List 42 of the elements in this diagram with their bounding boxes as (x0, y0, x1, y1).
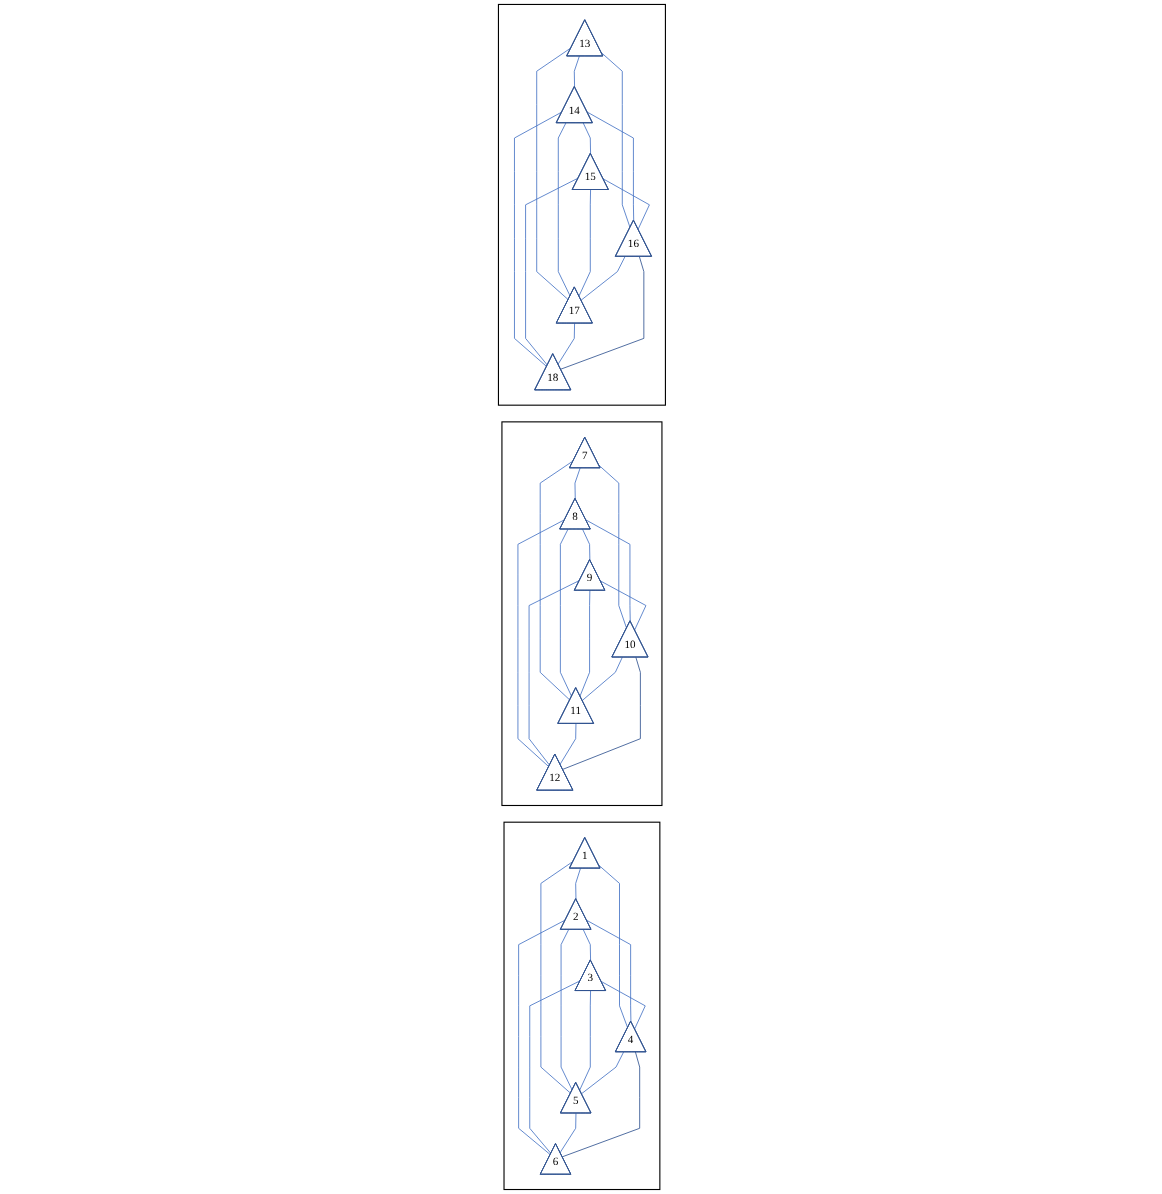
connector (599, 981, 645, 1030)
connector (556, 322, 575, 365)
connector (584, 519, 630, 622)
connector (559, 528, 572, 697)
connector (579, 256, 625, 301)
connector (581, 528, 590, 561)
connector (559, 929, 572, 1091)
connector (601, 178, 649, 230)
connector (580, 656, 622, 701)
connector (597, 464, 627, 629)
connector (528, 980, 580, 1154)
connector (516, 519, 565, 768)
connector (578, 990, 591, 1091)
connector (535, 47, 571, 301)
connector (574, 867, 580, 900)
cluster (502, 821, 660, 1191)
connector (538, 460, 573, 701)
connector (524, 177, 578, 366)
connector (558, 723, 576, 765)
connector (558, 1112, 576, 1153)
connector (585, 919, 631, 1022)
connector (572, 55, 579, 88)
cluster (500, 421, 662, 807)
connector (573, 467, 580, 500)
cluster (496, 3, 666, 406)
connector (559, 256, 644, 370)
connector (513, 111, 562, 367)
connector (539, 860, 573, 1094)
connector (517, 919, 565, 1156)
connector (597, 864, 628, 1029)
connector (556, 122, 570, 297)
connector (585, 111, 634, 221)
connector (577, 189, 591, 297)
connector (599, 580, 646, 631)
connector (527, 579, 580, 766)
connector (599, 52, 630, 229)
connector (578, 590, 590, 697)
connector (561, 656, 640, 770)
connector (560, 1051, 640, 1158)
connector (581, 929, 591, 961)
connector (581, 122, 591, 155)
connector (580, 1051, 624, 1095)
